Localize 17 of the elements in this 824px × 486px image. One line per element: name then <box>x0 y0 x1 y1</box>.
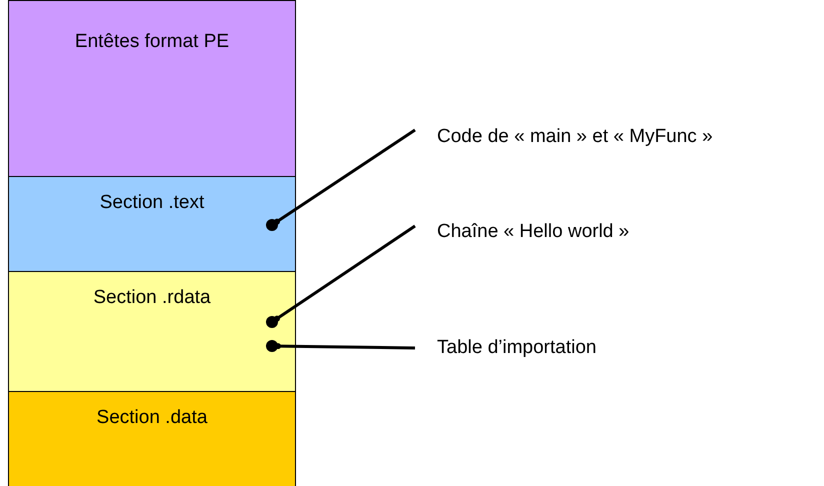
annotation-text: Chaîne « Hello world » <box>437 221 630 242</box>
dot-marker <box>266 218 278 230</box>
text-section <box>8 176 296 273</box>
annotation-text: Code de « main » et « MyFunc » <box>437 126 713 147</box>
section-label: Section .data <box>96 407 208 429</box>
leader-line <box>274 128 416 225</box>
section-label: Section .text <box>100 192 204 214</box>
section-label: Section .rdata <box>93 287 211 309</box>
header-section <box>8 0 296 178</box>
annotation-text: Table d’importation <box>437 337 596 358</box>
leader-line <box>275 343 416 350</box>
rdata-section <box>8 271 296 393</box>
dot-marker <box>266 316 278 328</box>
dot-marker <box>266 340 278 352</box>
leader-line <box>274 224 416 322</box>
section-label: Entêtes format PE <box>74 31 230 53</box>
data-section <box>8 391 296 486</box>
